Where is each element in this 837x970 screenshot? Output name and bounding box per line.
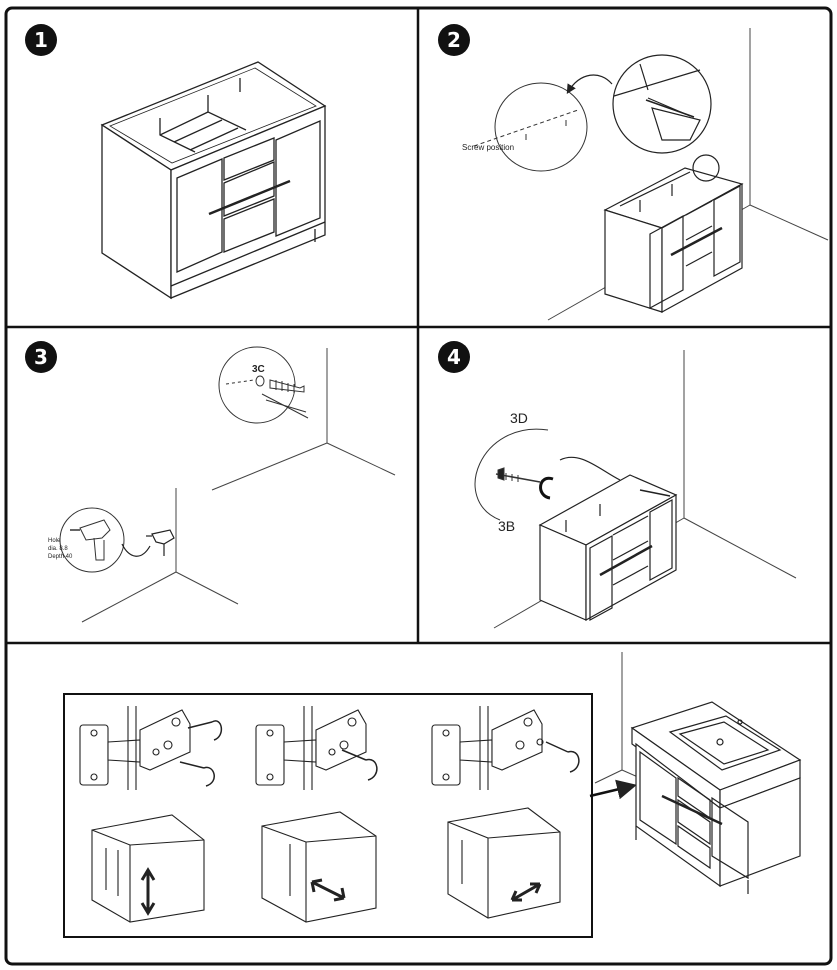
wall-detail-circle bbox=[473, 82, 588, 172]
step-4-badge: 4 bbox=[438, 341, 470, 373]
step-4-label-3d: 3D bbox=[510, 410, 528, 426]
hinge-icon bbox=[255, 706, 367, 790]
drill-note-line3: Depth 40 bbox=[48, 554, 73, 560]
step-2-number: 2 bbox=[447, 28, 461, 52]
cabinet-doors-icon bbox=[261, 811, 377, 923]
step-2-badge: 2 bbox=[438, 24, 470, 56]
horizontal-arrow-icon bbox=[310, 878, 346, 902]
step-1-number: 1 bbox=[34, 28, 48, 52]
drill-detail-circle bbox=[59, 507, 125, 573]
step-3-badge: 3 bbox=[25, 341, 57, 373]
anchor-detail-circle bbox=[218, 346, 309, 424]
screw-detail-circle bbox=[474, 428, 549, 521]
step-4-label-3b: 3B bbox=[498, 518, 515, 534]
step-4-number: 4 bbox=[447, 345, 461, 369]
step-3c-label: 3C bbox=[252, 364, 265, 375]
pencil-marking-detail bbox=[612, 54, 712, 154]
depth-arrow-icon bbox=[510, 882, 542, 902]
hinge-icon bbox=[431, 706, 544, 790]
vertical-arrow-icon bbox=[140, 867, 156, 916]
drill-icon bbox=[121, 529, 175, 557]
step-1-badge: 1 bbox=[25, 24, 57, 56]
screw-position-label: Screw position bbox=[462, 143, 514, 152]
step-4-panel: 4 3D 3B bbox=[438, 341, 797, 629]
vanity-cabinet-step4 bbox=[538, 474, 678, 622]
adjust-arrow-icon bbox=[187, 720, 223, 741]
hinge-adjustment-box bbox=[63, 693, 593, 938]
hinge-panel-horizontal bbox=[255, 706, 378, 923]
rotate-arrow-icon bbox=[539, 476, 554, 500]
sink-basin bbox=[668, 715, 782, 771]
drill-note-line2: dia. 8.8 bbox=[48, 546, 68, 552]
room-corner-walls-final bbox=[594, 652, 641, 784]
finished-vanity-drawing bbox=[630, 701, 802, 894]
pencil-icon bbox=[645, 99, 695, 118]
hinge-panel-vertical bbox=[79, 706, 223, 923]
adjust-arrow-icon bbox=[179, 761, 215, 787]
pointer-arrow bbox=[589, 779, 637, 800]
room-corner-walls-step3 bbox=[81, 348, 396, 623]
vanity-cabinet-drawing bbox=[100, 61, 327, 300]
step-3-number: 3 bbox=[34, 345, 48, 369]
cabinet-doors-icon bbox=[447, 807, 561, 919]
drill-note-line1: Hole bbox=[48, 538, 61, 544]
step-2-panel: 2 Screw position bbox=[438, 24, 829, 321]
detail-arrow bbox=[566, 74, 613, 95]
vanity-cabinet-step2 bbox=[603, 154, 744, 314]
hinge-panel-depth bbox=[431, 706, 580, 919]
step-3-panel: 3 3C bbox=[25, 341, 396, 623]
hinge-adjustment-section bbox=[63, 652, 802, 938]
hinge-icon bbox=[79, 706, 191, 790]
adjust-arrow-icon bbox=[341, 749, 378, 781]
adjust-arrow-icon bbox=[545, 741, 580, 773]
step4-pointer bbox=[559, 456, 621, 481]
step-1-panel: 1 bbox=[25, 24, 327, 300]
